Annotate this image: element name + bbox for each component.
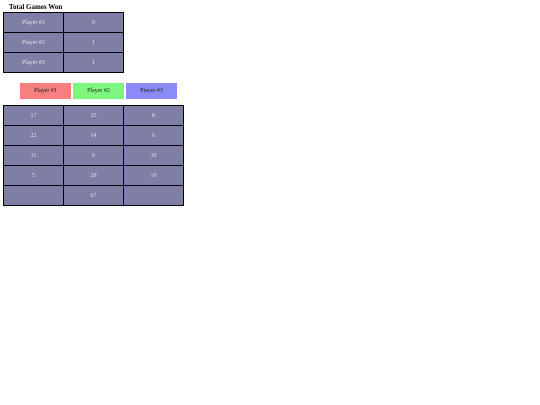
board-cell[interactable]: 19: [123, 165, 184, 186]
board-cell[interactable]: 14: [63, 125, 124, 146]
wins-count-cell: 0: [63, 12, 124, 33]
wins-row: Player #3 1: [3, 52, 124, 73]
player-2-button[interactable]: Player #2: [73, 83, 124, 99]
board-cell[interactable]: 17: [3, 105, 64, 126]
board-row: 11 0 30: [3, 145, 184, 166]
board-row: 67: [3, 185, 184, 206]
wins-row: Player #1 0: [3, 12, 124, 33]
board-cell[interactable]: 0: [63, 145, 124, 166]
board-row: 5 29 19: [3, 165, 184, 186]
wins-row: Player #2 1: [3, 32, 124, 53]
wins-table: Player #1 0 Player #2 1 Player #3 1: [3, 12, 124, 73]
board-cell[interactable]: 6: [123, 125, 184, 146]
wins-player-cell: Player #2: [3, 32, 64, 53]
wins-player-cell: Player #3: [3, 52, 64, 73]
player-1-button[interactable]: Player #1: [20, 83, 71, 99]
board-cell[interactable]: 8: [123, 105, 184, 126]
board-cell[interactable]: [3, 185, 64, 206]
player-selector: Player #1 Player #2 Player #3: [20, 83, 177, 99]
board-total-cell: 67: [63, 185, 124, 206]
board-cell[interactable]: 29: [63, 165, 124, 186]
board-cell[interactable]: 5: [3, 165, 64, 186]
board-cell[interactable]: 22: [3, 125, 64, 146]
board-cell[interactable]: 25: [63, 105, 124, 126]
board-cell[interactable]: 11: [3, 145, 64, 166]
wins-count-cell: 1: [63, 52, 124, 73]
wins-player-cell: Player #1: [3, 12, 64, 33]
game-board: 17 25 8 22 14 6 11 0 30 5 29 19 67: [3, 105, 184, 206]
board-cell[interactable]: [123, 185, 184, 206]
board-row: 17 25 8: [3, 105, 184, 126]
wins-count-cell: 1: [63, 32, 124, 53]
board-cell[interactable]: 30: [123, 145, 184, 166]
board-row: 22 14 6: [3, 125, 184, 146]
player-3-button[interactable]: Player #3: [126, 83, 177, 99]
page-title: Total Games Won: [9, 3, 63, 11]
